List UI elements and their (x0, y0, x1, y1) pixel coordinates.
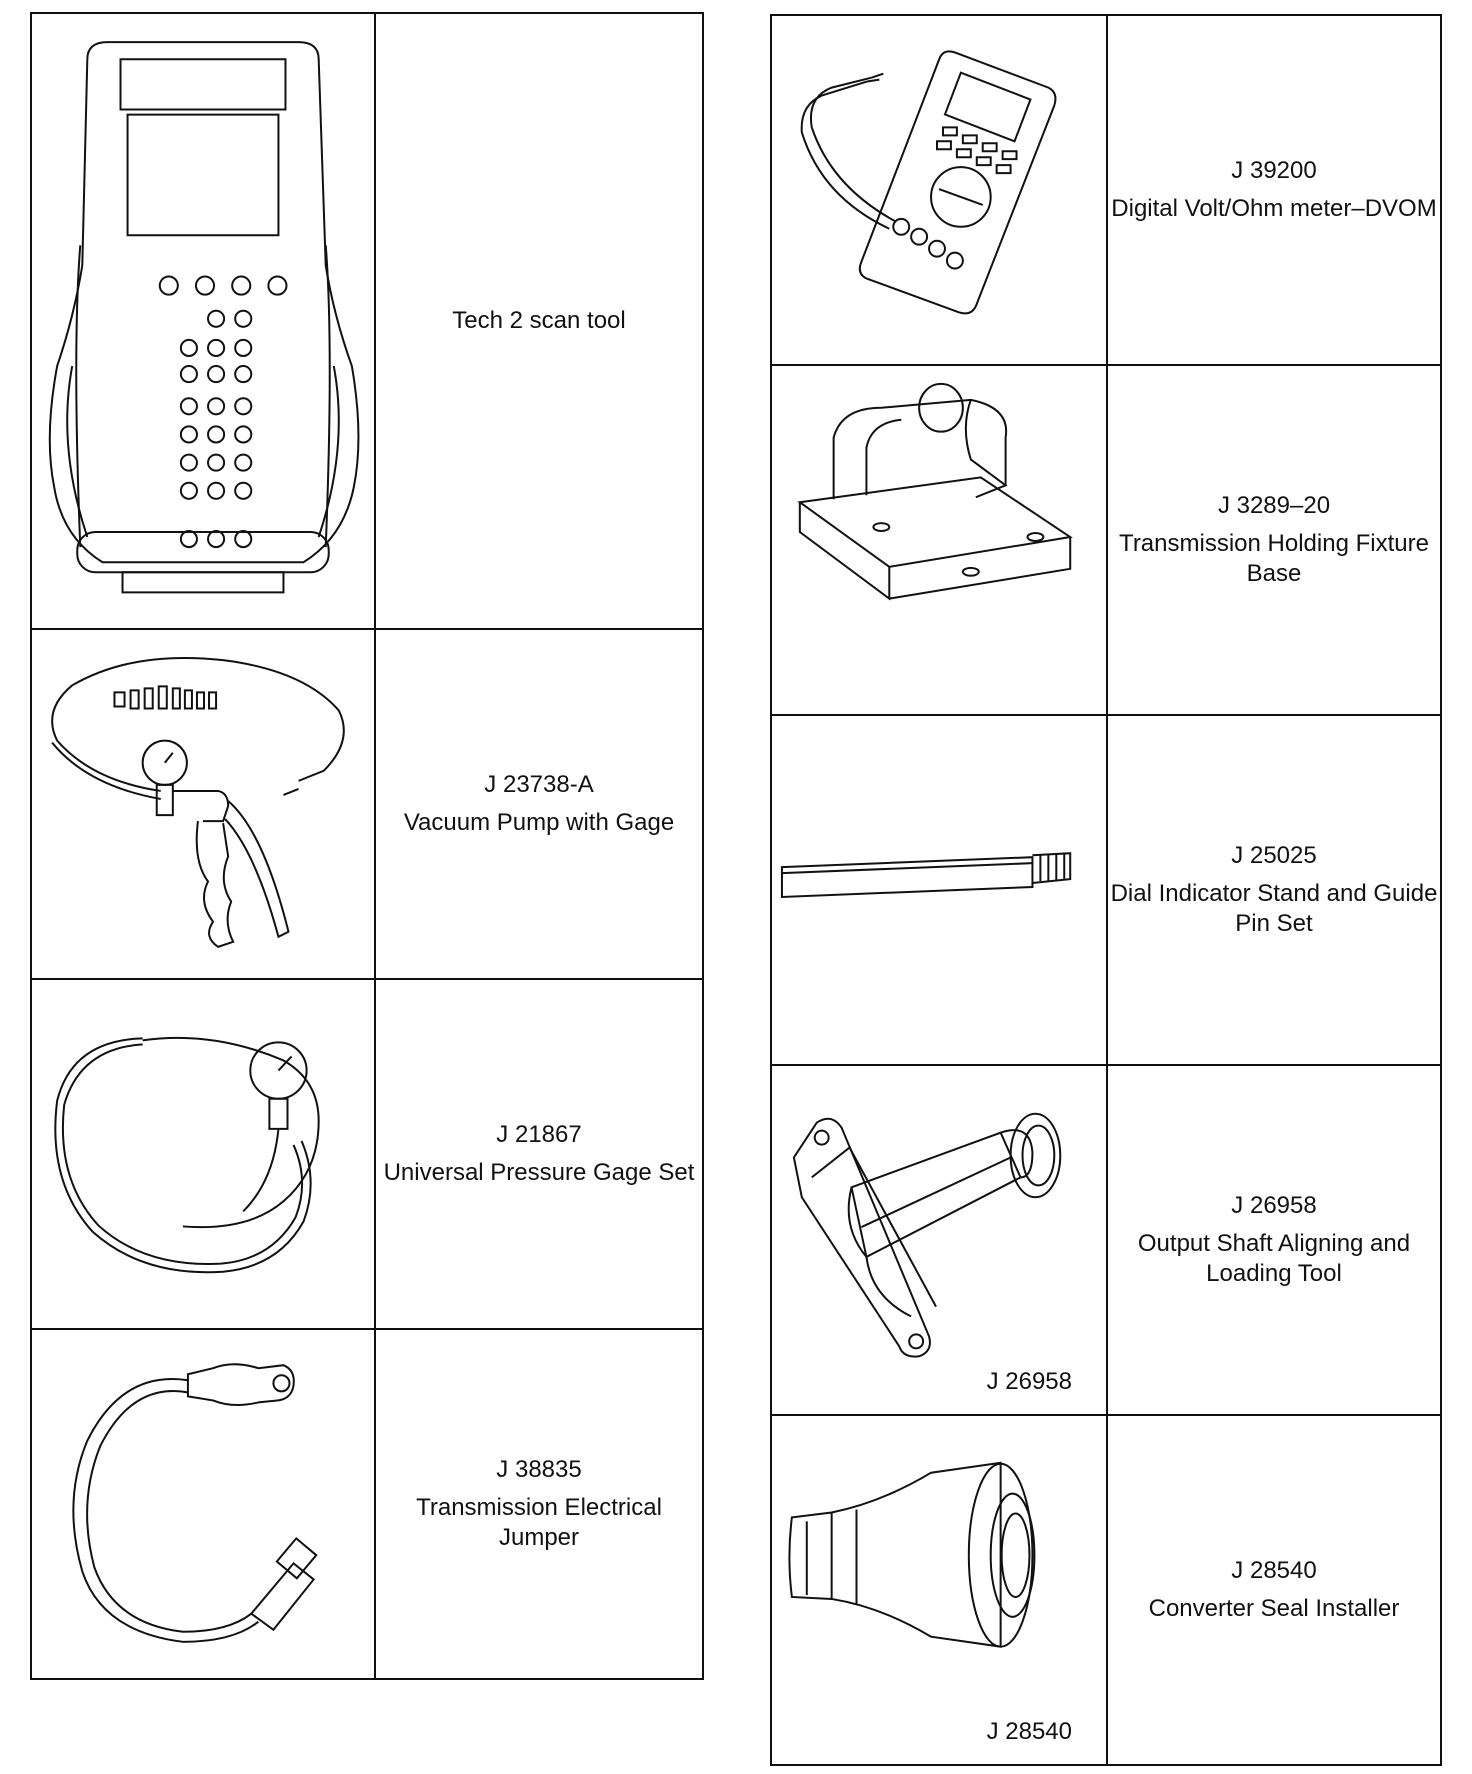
tool-number: J 25025 (1231, 842, 1317, 869)
tool-description: J 23738-A Vacuum Pump with Gage (374, 627, 704, 980)
tool-description: J 3289–20 Transmission Holding Fixture B… (1106, 364, 1442, 716)
tool-name: Vacuum Pump with Gage (403, 808, 675, 836)
left-tools-table: Tech 2 scan tool J 23738-A (30, 12, 704, 1680)
table-row: J 28540 J 28540 Converter Seal Installer (770, 1414, 1442, 1766)
electrical-jumper-icon (32, 1330, 374, 1678)
pressure-gage-icon (32, 980, 374, 1328)
keypad-buttons (160, 277, 287, 548)
tool-description: J 26958 Output Shaft Aligning and Loadin… (1106, 1064, 1442, 1416)
tool-description: J 38835 Transmission Electrical Jumper (374, 1327, 704, 1680)
tool-name: Universal Pressure Gage Set (383, 1158, 695, 1186)
figure-label: J 26958 (986, 1368, 1072, 1395)
tool-name: Digital Volt/Ohm meter–DVOM (1111, 195, 1437, 222)
vacuum-pump-icon (32, 630, 374, 978)
right-tools-table: J 39200 Digital Volt/Ohm meter–DVOM J 32… (770, 14, 1442, 1766)
table-row: J 39200 Digital Volt/Ohm meter–DVOM (770, 14, 1442, 366)
tool-number: J 3289–20 (1217, 492, 1331, 519)
tool-name: Transmission Electrical Jumper (416, 1493, 662, 1551)
tech2-scan-tool-icon (32, 14, 374, 628)
tool-number: J 39200 (1231, 157, 1317, 184)
tool-description: J 28540 Converter Seal Installer (1106, 1414, 1442, 1766)
tool-description: J 39200 Digital Volt/Ohm meter–DVOM (1106, 14, 1442, 366)
table-row: Tech 2 scan tool (30, 12, 704, 630)
guide-pin-icon (772, 716, 1106, 1064)
tool-name: Dial Indicator Stand and Guide Pin Set (1110, 880, 1438, 937)
tool-name: Output Shaft Aligning and Loading Tool (1137, 1230, 1411, 1287)
tool-description: J 21867 Universal Pressure Gage Set (374, 977, 704, 1330)
tool-illustration (770, 364, 1108, 716)
tool-number: J 38835 (496, 1455, 582, 1483)
tool-name: Converter Seal Installer (1148, 1595, 1400, 1622)
tool-description: Tech 2 scan tool (374, 12, 704, 630)
table-row: J 21867 Universal Pressure Gage Set (30, 977, 704, 1330)
tool-illustration (30, 977, 376, 1330)
tool-number: J 23738-A (484, 770, 594, 798)
tool-description: J 25025 Dial Indicator Stand and Guide P… (1106, 714, 1442, 1066)
tool-illustration (30, 627, 376, 980)
table-row: J 25025 Dial Indicator Stand and Guide P… (770, 714, 1442, 1066)
tool-name: Transmission Holding Fixture Base (1119, 530, 1429, 587)
tool-number: J 26958 (1231, 1192, 1317, 1219)
tool-illustration (30, 1327, 376, 1680)
tool-illustration (770, 714, 1108, 1066)
table-row: J 23738-A Vacuum Pump with Gage (30, 627, 704, 980)
holding-fixture-icon (772, 366, 1106, 714)
tool-name: Tech 2 scan tool (452, 306, 626, 334)
table-row: J 26958 J 26958 Output Shaft Aligning an… (770, 1064, 1442, 1416)
thread-lines (1040, 853, 1064, 881)
dvom-meter-icon (772, 16, 1106, 364)
tool-number: J 28540 (1231, 1557, 1317, 1584)
table-row: J 38835 Transmission Electrical Jumper (30, 1327, 704, 1680)
figure-label: J 28540 (986, 1718, 1072, 1745)
tool-illustration (770, 14, 1108, 366)
tool-number: J 21867 (496, 1120, 582, 1148)
adapter-fittings (114, 686, 216, 708)
tool-illustration: J 26958 (770, 1064, 1108, 1416)
tool-illustration: J 28540 (770, 1414, 1108, 1766)
aligning-tool-icon (772, 1066, 1106, 1414)
seal-installer-icon (772, 1416, 1106, 1764)
tool-illustration (30, 12, 376, 630)
meter-keys (937, 127, 1017, 173)
table-row: J 3289–20 Transmission Holding Fixture B… (770, 364, 1442, 716)
